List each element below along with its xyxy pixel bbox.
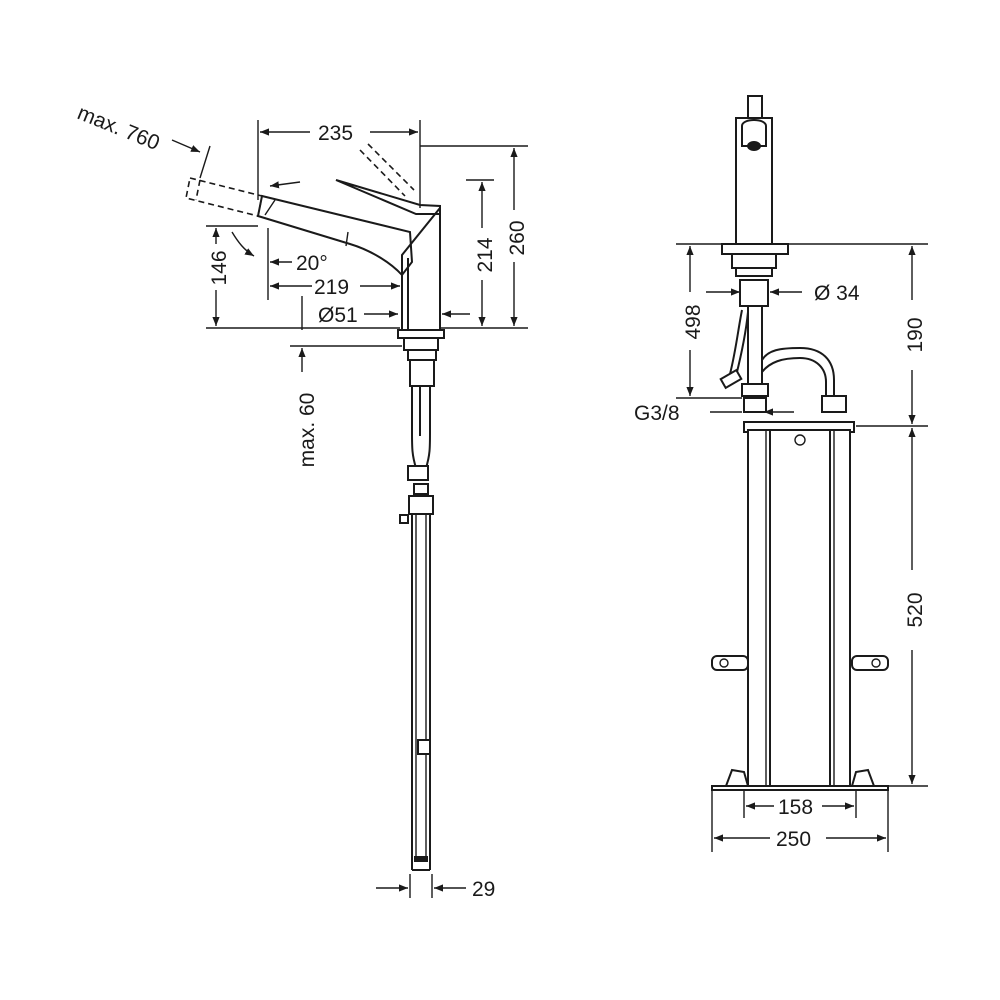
dim-upper-height: 190 bbox=[788, 243, 928, 424]
label-spout-reach: 235 bbox=[318, 122, 353, 145]
dim-spout-reach: 235 bbox=[257, 120, 421, 208]
faucet-body-side bbox=[185, 143, 445, 871]
dim-outlet-height: 214 bbox=[466, 179, 497, 326]
label-connection-thread: G3/8 bbox=[634, 402, 680, 425]
dim-head-reach: 219 bbox=[270, 276, 400, 299]
label-counter-thickness: max. 60 bbox=[296, 393, 319, 468]
front-view: 498 Ø 34 G3/8 190 520 bbox=[634, 95, 928, 852]
label-box-inner-width: 158 bbox=[778, 796, 813, 819]
label-box-outer-width: 250 bbox=[776, 828, 811, 851]
label-shank-length: 498 bbox=[682, 304, 705, 339]
dim-counter-thickness: max. 60 bbox=[290, 345, 402, 468]
label-head-reach: 219 bbox=[314, 276, 349, 299]
dim-head-height: 146 bbox=[206, 225, 400, 329]
dim-box-height: 520 bbox=[856, 425, 928, 787]
dim-base-diameter: Ø51 bbox=[301, 296, 470, 330]
dim-spout-height: 260 bbox=[420, 145, 529, 329]
dim-connection-thread: G3/8 bbox=[634, 402, 794, 425]
side-view: max. 760 235 260 214 bbox=[74, 101, 529, 901]
dim-hose-width: 29 bbox=[376, 874, 495, 901]
label-upper-height: 190 bbox=[904, 317, 927, 352]
label-spout-height: 260 bbox=[506, 220, 529, 255]
label-pullout-max: max. 760 bbox=[74, 101, 163, 155]
label-base-diameter: Ø51 bbox=[318, 304, 358, 327]
label-shank-diameter: Ø 34 bbox=[814, 282, 860, 305]
dim-box-outer-width: 250 bbox=[711, 790, 889, 852]
label-tilt-angle: 20° bbox=[296, 252, 328, 275]
dim-pullout-max: max. 760 bbox=[74, 101, 301, 189]
label-hose-width: 29 bbox=[472, 878, 495, 901]
dim-shank-diameter: Ø 34 bbox=[706, 282, 860, 305]
dim-box-inner-width: 158 bbox=[743, 790, 857, 819]
label-head-height: 146 bbox=[208, 250, 231, 285]
label-outlet-height: 214 bbox=[474, 237, 497, 272]
dim-tilt-angle: 20° bbox=[231, 228, 328, 300]
faucet-body-front bbox=[711, 95, 889, 791]
label-box-height: 520 bbox=[904, 592, 927, 627]
dim-shank-length: 498 bbox=[676, 243, 742, 399]
